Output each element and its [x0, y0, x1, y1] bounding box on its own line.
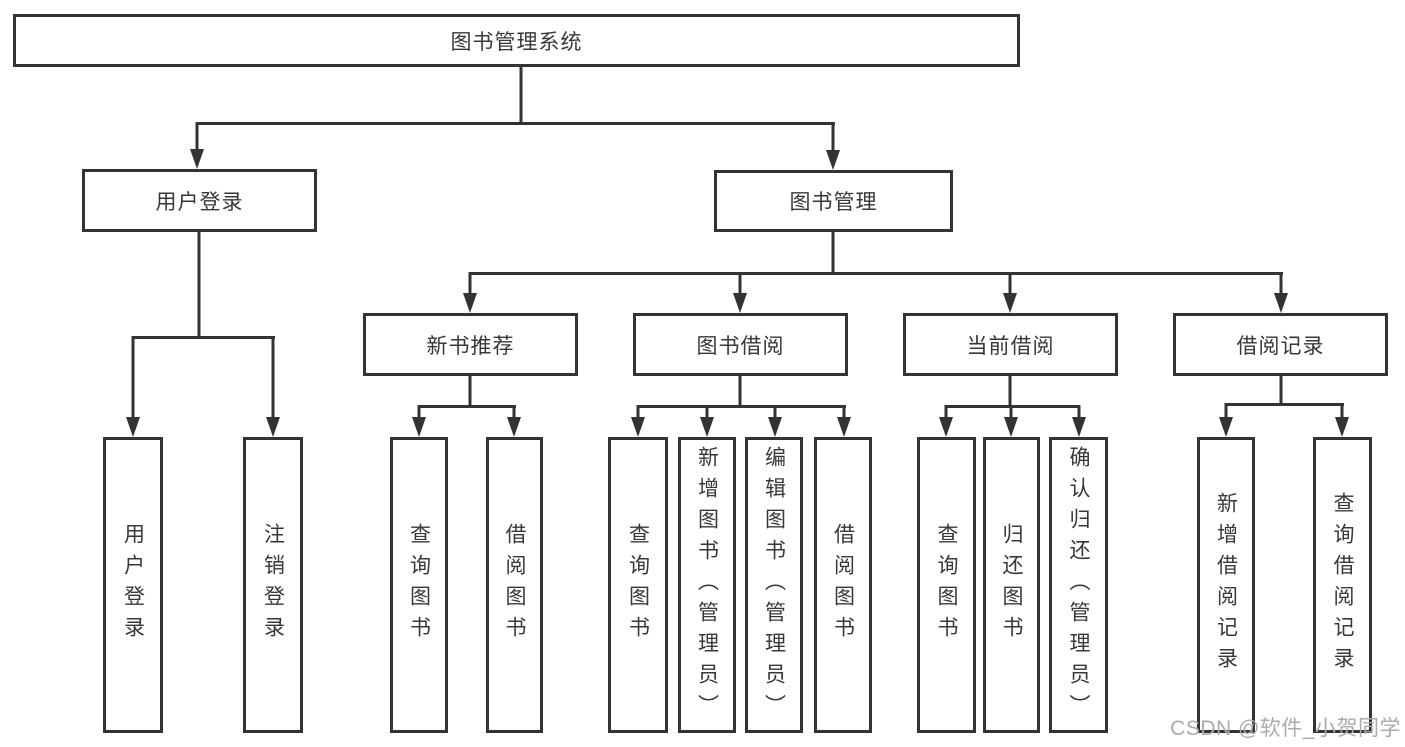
- connector-line: [197, 232, 201, 338]
- node-new-book-recommend: 新书推荐: [363, 313, 578, 376]
- node-root: 图书管理系统: [13, 14, 1020, 67]
- connector-line: [636, 405, 640, 419]
- leaf-query-book-2-label: 查询图书: [626, 523, 650, 647]
- node-book-borrow: 图书借阅: [633, 313, 848, 376]
- node-borrow-record-label: 借阅记录: [1236, 334, 1325, 358]
- leaf-borrow-book-2: 借阅图书: [814, 437, 872, 733]
- arrowhead-down-icon: [463, 293, 477, 313]
- arrowhead-down-icon: [826, 150, 840, 170]
- leaf-confirm-return-admin: 确认归还（管理员）: [1049, 437, 1108, 733]
- leaf-return-book-label: 归还图书: [1000, 523, 1023, 647]
- leaf-user-login-label: 用户登录: [121, 523, 145, 647]
- leaf-query-book-3: 查询图书: [917, 437, 976, 733]
- connector-line: [1279, 376, 1283, 405]
- connector-line: [738, 272, 742, 294]
- connector-line: [1008, 272, 1012, 294]
- leaf-edit-book-admin-label: 编辑图书（管理员）: [762, 445, 786, 725]
- leaf-query-book-1-label: 查询图书: [407, 523, 431, 647]
- connector-line: [196, 122, 835, 125]
- connector-line: [1225, 403, 1344, 406]
- node-borrow-record: 借阅记录: [1173, 313, 1388, 376]
- leaf-query-borrow-record: 查询借阅记录: [1313, 437, 1372, 733]
- arrowhead-down-icon: [1004, 417, 1018, 437]
- leaf-query-book-3-label: 查询图书: [935, 523, 958, 647]
- leaf-confirm-return-admin-label: 确认归还（管理员）: [1067, 445, 1090, 725]
- connector-line: [738, 376, 742, 407]
- arrowhead-down-icon: [768, 417, 782, 437]
- leaf-query-borrow-record-label: 查询借阅记录: [1331, 492, 1354, 678]
- connector-line: [842, 405, 846, 419]
- leaf-add-borrow-record-label: 新增借阅记录: [1214, 492, 1238, 678]
- leaf-logout-label: 注销登录: [261, 523, 285, 647]
- connector-line: [1340, 403, 1344, 419]
- arrowhead-down-icon: [1003, 293, 1017, 313]
- node-book-borrow-label: 图书借阅: [696, 334, 785, 358]
- connector-line: [831, 122, 835, 151]
- connector-line: [945, 405, 1080, 408]
- leaf-query-book-2: 查询图书: [608, 437, 668, 733]
- connector-line: [1077, 405, 1081, 419]
- connector-line: [468, 376, 472, 407]
- node-book-management-label: 图书管理: [789, 191, 878, 214]
- arrowhead-down-icon: [1335, 417, 1349, 437]
- connector-line: [519, 67, 523, 122]
- connector-line: [637, 405, 846, 408]
- connector-line: [132, 336, 275, 339]
- leaf-borrow-book-1-label: 借阅图书: [503, 523, 526, 647]
- connector-line: [1009, 405, 1013, 419]
- arrowhead-down-icon: [190, 149, 204, 169]
- node-current-borrow: 当前借阅: [903, 313, 1118, 376]
- leaf-add-book-admin: 新增图书（管理员）: [678, 437, 736, 733]
- leaf-add-book-admin-label: 新增图书（管理员）: [695, 445, 719, 725]
- connector-line: [131, 336, 135, 418]
- connector-line: [831, 232, 835, 274]
- arrowhead-down-icon: [733, 293, 747, 313]
- connector-line: [195, 122, 199, 150]
- leaf-user-login: 用户登录: [103, 437, 163, 733]
- connector-line: [773, 405, 777, 419]
- arrowhead-down-icon: [266, 417, 280, 437]
- connector-line: [1008, 376, 1012, 407]
- leaf-borrow-book-2-label: 借阅图书: [831, 523, 855, 647]
- connector-line: [1224, 403, 1228, 419]
- node-book-management: 图书管理: [714, 170, 953, 232]
- connector-line: [468, 272, 472, 294]
- leaf-borrow-book-1: 借阅图书: [486, 437, 543, 733]
- leaf-edit-book-admin: 编辑图书（管理员）: [745, 437, 803, 733]
- watermark: CSDN @软件_小贺同学: [1170, 717, 1401, 740]
- node-user-login-label: 用户登录: [155, 190, 244, 214]
- connector-line: [417, 405, 421, 419]
- leaf-return-book: 归还图书: [983, 437, 1040, 733]
- connector-line: [512, 405, 516, 419]
- connector-line: [1279, 272, 1283, 294]
- leaf-query-book-1: 查询图书: [390, 437, 448, 733]
- arrowhead-down-icon: [939, 417, 953, 437]
- arrowhead-down-icon: [1219, 417, 1233, 437]
- connector-line: [705, 405, 709, 419]
- connector-line: [418, 405, 516, 408]
- arrowhead-down-icon: [126, 417, 140, 437]
- arrowhead-down-icon: [1072, 417, 1086, 437]
- arrowhead-down-icon: [1274, 293, 1288, 313]
- leaf-add-borrow-record: 新增借阅记录: [1197, 437, 1255, 733]
- connector-line: [944, 405, 948, 419]
- connector-line: [271, 336, 275, 418]
- arrowhead-down-icon: [631, 417, 645, 437]
- node-user-login: 用户登录: [82, 169, 317, 232]
- arrowhead-down-icon: [507, 417, 521, 437]
- node-new-book-recommend-label: 新书推荐: [426, 334, 515, 358]
- arrowhead-down-icon: [700, 417, 714, 437]
- node-root-label: 图书管理系统: [450, 30, 583, 54]
- node-current-borrow-label: 当前借阅: [966, 334, 1055, 358]
- arrowhead-down-icon: [412, 417, 426, 437]
- arrowhead-down-icon: [837, 417, 851, 437]
- leaf-logout: 注销登录: [243, 437, 303, 733]
- connector-line: [469, 272, 1283, 275]
